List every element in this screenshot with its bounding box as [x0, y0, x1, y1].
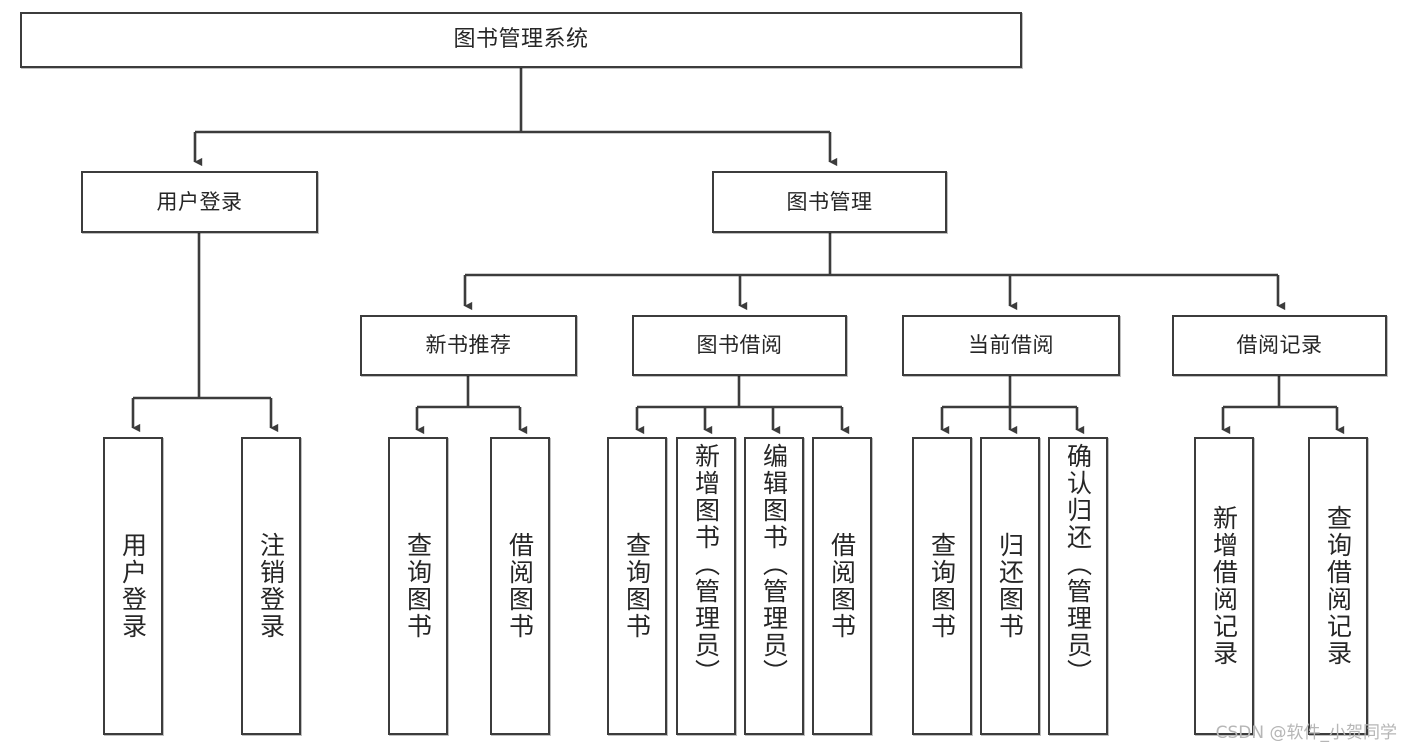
node-label: 注销登录	[256, 532, 286, 640]
node-label: 图书借阅	[696, 333, 783, 358]
node-label: 用户登录	[118, 532, 148, 640]
node-label: 图书管理系统	[453, 27, 589, 53]
node-root-system[interactable]: 图书管理系统	[20, 12, 1022, 68]
node-label: 确认归还（管理员）	[1063, 443, 1093, 686]
node-book-management[interactable]: 图书管理	[712, 171, 947, 233]
node-label: 当前借阅	[968, 333, 1054, 358]
node-label: 查询图书	[403, 532, 433, 640]
node-current-borrow[interactable]: 当前借阅	[902, 315, 1120, 376]
node-label: 新书推荐	[425, 333, 512, 358]
leaf-borrow-record-add[interactable]: 新增借阅记录	[1194, 437, 1254, 735]
node-label: 编辑图书（管理员）	[759, 443, 789, 686]
leaf-book-borrow-borrow[interactable]: 借阅图书	[812, 437, 872, 735]
node-label: 用户登录	[156, 189, 243, 214]
node-label: 借阅图书	[827, 532, 857, 640]
leaf-current-borrow-query[interactable]: 查询图书	[912, 437, 972, 735]
node-label: 查询借阅记录	[1323, 505, 1353, 667]
leaf-borrow-record-query[interactable]: 查询借阅记录	[1308, 437, 1368, 735]
node-label: 归还图书	[995, 532, 1025, 640]
node-borrow-record[interactable]: 借阅记录	[1172, 315, 1387, 376]
leaf-current-borrow-return[interactable]: 归还图书	[980, 437, 1040, 735]
leaf-user-login-logout[interactable]: 注销登录	[241, 437, 301, 735]
node-label: 借阅图书	[505, 532, 535, 640]
node-label: 新增图书（管理员）	[691, 443, 721, 686]
node-label: 借阅记录	[1236, 333, 1323, 358]
leaf-book-borrow-add[interactable]: 新增图书（管理员）	[676, 437, 736, 735]
leaf-user-login-login[interactable]: 用户登录	[103, 437, 163, 735]
leaf-current-borrow-confirm-return[interactable]: 确认归还（管理员）	[1048, 437, 1108, 735]
node-label: 查询图书	[927, 532, 957, 640]
watermark-text: CSDN @软件_小贺同学	[1215, 723, 1397, 743]
node-new-book-recommend[interactable]: 新书推荐	[360, 315, 577, 376]
node-book-borrow[interactable]: 图书借阅	[632, 315, 847, 376]
leaf-book-borrow-query[interactable]: 查询图书	[607, 437, 667, 735]
leaf-book-borrow-edit[interactable]: 编辑图书（管理员）	[744, 437, 804, 735]
node-label: 图书管理	[786, 189, 873, 214]
leaf-new-book-query[interactable]: 查询图书	[388, 437, 448, 735]
node-user-login[interactable]: 用户登录	[81, 171, 318, 233]
node-label: 查询图书	[622, 532, 652, 640]
node-label: 新增借阅记录	[1209, 505, 1239, 667]
leaf-new-book-borrow[interactable]: 借阅图书	[490, 437, 550, 735]
